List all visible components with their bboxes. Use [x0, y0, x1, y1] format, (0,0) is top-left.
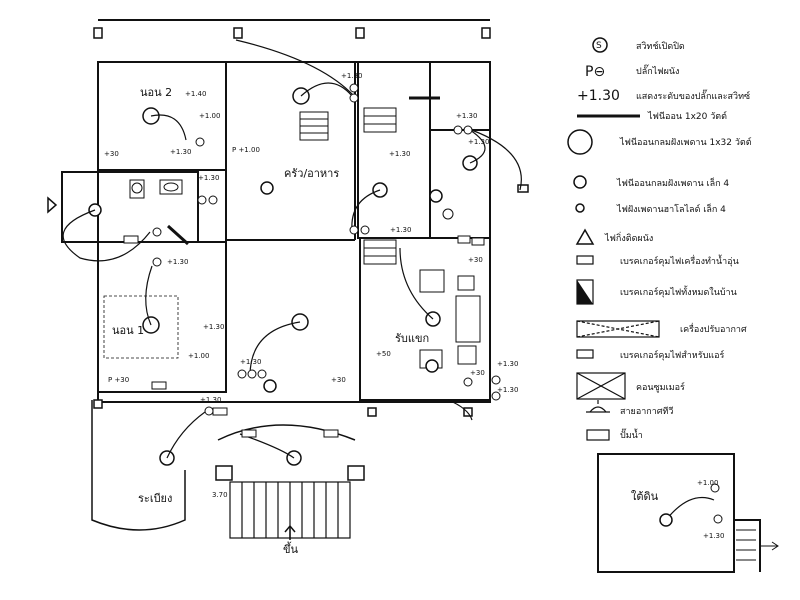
switch-symbol-icon	[592, 37, 608, 53]
wiring-runs	[62, 39, 522, 459]
breaker-air-symbol-icon	[576, 349, 594, 359]
svg-text:+30: +30	[331, 376, 346, 384]
inset-light-icon	[659, 513, 673, 527]
svg-text:+30: +30	[468, 256, 483, 264]
height-symbol: +1.30	[577, 88, 620, 104]
ceiling-light-icon	[263, 379, 277, 393]
ceiling-light-icon	[260, 181, 274, 195]
ceiling-light-icon	[429, 189, 443, 203]
tv-antenna-symbol-icon	[586, 400, 610, 413]
switch-symbol-label: S	[596, 41, 602, 51]
svg-text:+1.00: +1.00	[199, 112, 220, 120]
svg-text:+1.30: +1.30	[390, 226, 411, 234]
fluorescent-lights	[166, 96, 440, 246]
entry-steps	[229, 481, 351, 539]
pump-icon	[517, 184, 529, 193]
legend-tv-antenna: สายอากาศทีวี	[620, 406, 673, 417]
halogen-symbol-icon	[575, 203, 585, 213]
svg-text:+1.00: +1.00	[697, 479, 718, 487]
svg-text:+1.30: +1.30	[703, 532, 724, 540]
legend: S สวิทช์เปิดปิด P⊖ ปลั๊กไฟผนัง +1.30 แสด…	[567, 37, 752, 441]
room-label-bedroom1: นอน 1	[112, 324, 144, 337]
ceiling-small-symbol-icon	[573, 175, 587, 189]
ceiling-light-icon	[425, 359, 439, 373]
svg-text:+1.30: +1.30	[200, 396, 221, 404]
legend-consumer-unit: คอนซูมเมอร์	[636, 381, 685, 393]
interior-stairs	[299, 107, 397, 265]
svg-text:+1.30: +1.30	[497, 360, 518, 368]
breaker-heater-symbol-icon	[576, 255, 594, 265]
wall-light-icon	[47, 196, 58, 214]
room-label-ground-floor: ใต้ดิน	[631, 490, 659, 503]
room-label-living: รับแขก	[395, 332, 429, 345]
legend-aircon: เครื่องปรับอากาศ	[680, 322, 747, 335]
room-label-kitchen: ครัว/อาหาร	[284, 167, 339, 180]
outlet-symbol-icon: P⊖	[585, 64, 605, 80]
legend-water-pump: ปั๊มน้ำ	[620, 428, 643, 441]
svg-text:+1.30: +1.30	[468, 138, 489, 146]
water-pump-symbol-icon	[586, 429, 610, 441]
room-label-entry: ขึ้น	[283, 541, 299, 556]
svg-text:+50: +50	[376, 350, 391, 358]
breaker-symbols	[123, 235, 485, 438]
svg-text:P +30: P +30	[108, 376, 129, 384]
inset-ground-floor	[597, 453, 779, 573]
svg-text:P +1.00: P +1.00	[232, 146, 260, 154]
legend-ceiling-large: ไฟนีออนกลมฝังเพดาน 1x32 วัตต์	[619, 136, 752, 148]
bedroom1-bed	[103, 295, 179, 359]
entry-arrow	[284, 524, 296, 540]
svg-text:+1.30: +1.30	[203, 323, 224, 331]
bathroom-fixtures	[129, 179, 454, 220]
room-label-bedroom2: นอน 2	[140, 86, 172, 99]
legend-switch: สวิทช์เปิดปิด	[636, 40, 685, 52]
legend-fluorescent: ไฟนีออน 1x20 วัตต์	[647, 110, 727, 122]
room-label-veranda: ระเบียง	[138, 492, 172, 505]
height-annotations: +1.30 +1.40 +1.00 +1.30 P +1.00 +30 +1.3…	[104, 72, 724, 540]
svg-text:+1.30: +1.30	[240, 358, 261, 366]
svg-text:+1.30: +1.30	[341, 72, 362, 80]
svg-text:+30: +30	[104, 150, 119, 158]
veranda-outline	[91, 400, 356, 531]
legend-breaker-heater: เบรคเกอร์คุมไฟเครื่องทำน้ำอุ่น	[620, 254, 739, 267]
legend-wall-light: ไฟกิ่งติดผนัง	[604, 231, 653, 244]
ceiling-large-symbol-icon	[567, 129, 593, 155]
svg-text:+1.30: +1.30	[497, 386, 518, 394]
svg-text:+1.40: +1.40	[185, 90, 206, 98]
svg-text:+1.30: +1.30	[456, 112, 477, 120]
ceiling-lights	[88, 87, 478, 466]
svg-text:+1.30: +1.30	[170, 148, 191, 156]
legend-ceiling-small: ไฟนีออนกลมฝังเพดาน เล็ก 4	[616, 176, 729, 189]
legend-halogen: ไฟฝังเพดานฮาโลไลด์ เล็ก 4	[616, 202, 726, 215]
svg-text:+30: +30	[470, 369, 485, 377]
legend-breaker-main: เบรคเกอร์คุมไฟทั้งหมดในบ้าน	[620, 285, 737, 298]
svg-text:+1.00: +1.00	[188, 352, 209, 360]
aircon-symbol-icon	[576, 320, 660, 338]
consumer-unit-symbol-icon	[576, 372, 626, 400]
svg-text:+1.30: +1.30	[389, 150, 410, 158]
legend-height: แสดงระดับของปลั๊กและสวิทซ์	[636, 89, 750, 102]
wall-light-symbol-icon	[575, 228, 595, 245]
legend-outlet: ปลั๊กไฟผนัง	[636, 64, 679, 77]
breaker-main-symbol-icon	[576, 279, 594, 305]
legend-breaker-air: เบรคเกอร์คุมไฟสำหรับแอร์	[620, 349, 724, 361]
column-markers	[93, 27, 491, 481]
svg-text:+1.30: +1.30	[167, 258, 188, 266]
switch-symbols	[152, 83, 723, 524]
svg-text:3.70: 3.70	[212, 491, 228, 499]
svg-text:+1.30: +1.30	[198, 174, 219, 182]
